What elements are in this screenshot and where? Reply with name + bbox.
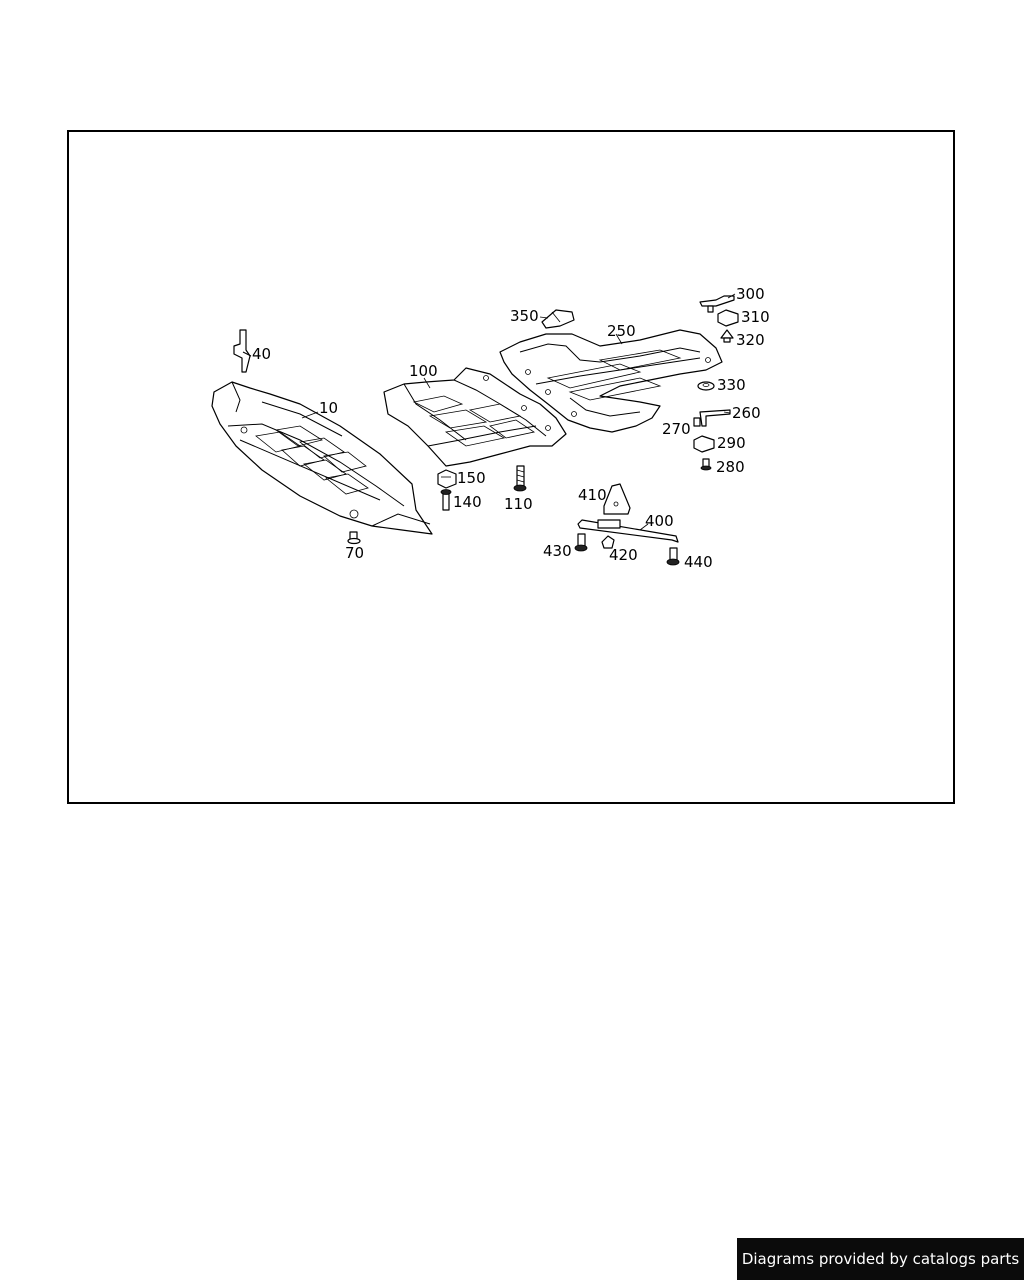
label-250: 250 [607, 322, 636, 340]
label-140: 140 [453, 493, 482, 511]
part-350-cover [541, 309, 575, 329]
part-labels: 10 40 70 100 110 140 150 250 260 270 280… [252, 285, 770, 571]
label-70: 70 [345, 544, 364, 562]
footer-credit-text: Diagrams provided by catalogs parts [741, 1250, 1020, 1268]
label-420: 420 [609, 546, 638, 564]
part-100-middle-panel [383, 367, 567, 467]
part-260-bracket [699, 409, 731, 427]
label-320: 320 [736, 331, 765, 349]
footer-credit: Diagrams provided by catalogs parts [737, 1238, 1024, 1280]
part-400-strut [577, 519, 679, 543]
part-250-rear-panel [499, 329, 723, 433]
part-330-washer [697, 381, 715, 391]
label-330: 330 [717, 376, 746, 394]
part-280-screw [700, 458, 712, 471]
label-280: 280 [716, 458, 745, 476]
leader-lines [301, 293, 736, 531]
label-270: 270 [662, 420, 691, 438]
part-40-bracket [233, 329, 252, 373]
label-260: 260 [732, 404, 761, 422]
label-400: 400 [645, 512, 674, 530]
part-320-screw [720, 329, 734, 343]
label-150: 150 [457, 469, 486, 487]
label-430: 430 [543, 542, 572, 560]
part-410-bracket [603, 483, 631, 515]
label-440: 440 [684, 553, 713, 571]
label-110: 110 [504, 495, 533, 513]
label-290: 290 [717, 434, 746, 452]
label-350: 350 [510, 307, 539, 325]
label-100: 100 [409, 362, 438, 380]
part-110-bolt [513, 465, 527, 492]
part-430-bolt [574, 533, 588, 552]
label-310: 310 [741, 308, 770, 326]
part-140-bolt [440, 489, 452, 511]
part-10-front-panel [211, 381, 433, 535]
label-40: 40 [252, 345, 271, 363]
part-150-clip [437, 469, 457, 489]
part-420-clip [601, 535, 615, 549]
diagram-frame [67, 130, 955, 804]
part-290-nut [693, 435, 715, 453]
part-310-nut [717, 309, 739, 327]
label-410: 410 [578, 486, 607, 504]
part-300-bracket [699, 295, 735, 313]
part-70-screw [347, 531, 361, 545]
part-270-clip [693, 417, 701, 427]
part-440-bolt [666, 547, 680, 566]
label-300: 300 [736, 285, 765, 303]
label-10: 10 [319, 399, 338, 417]
